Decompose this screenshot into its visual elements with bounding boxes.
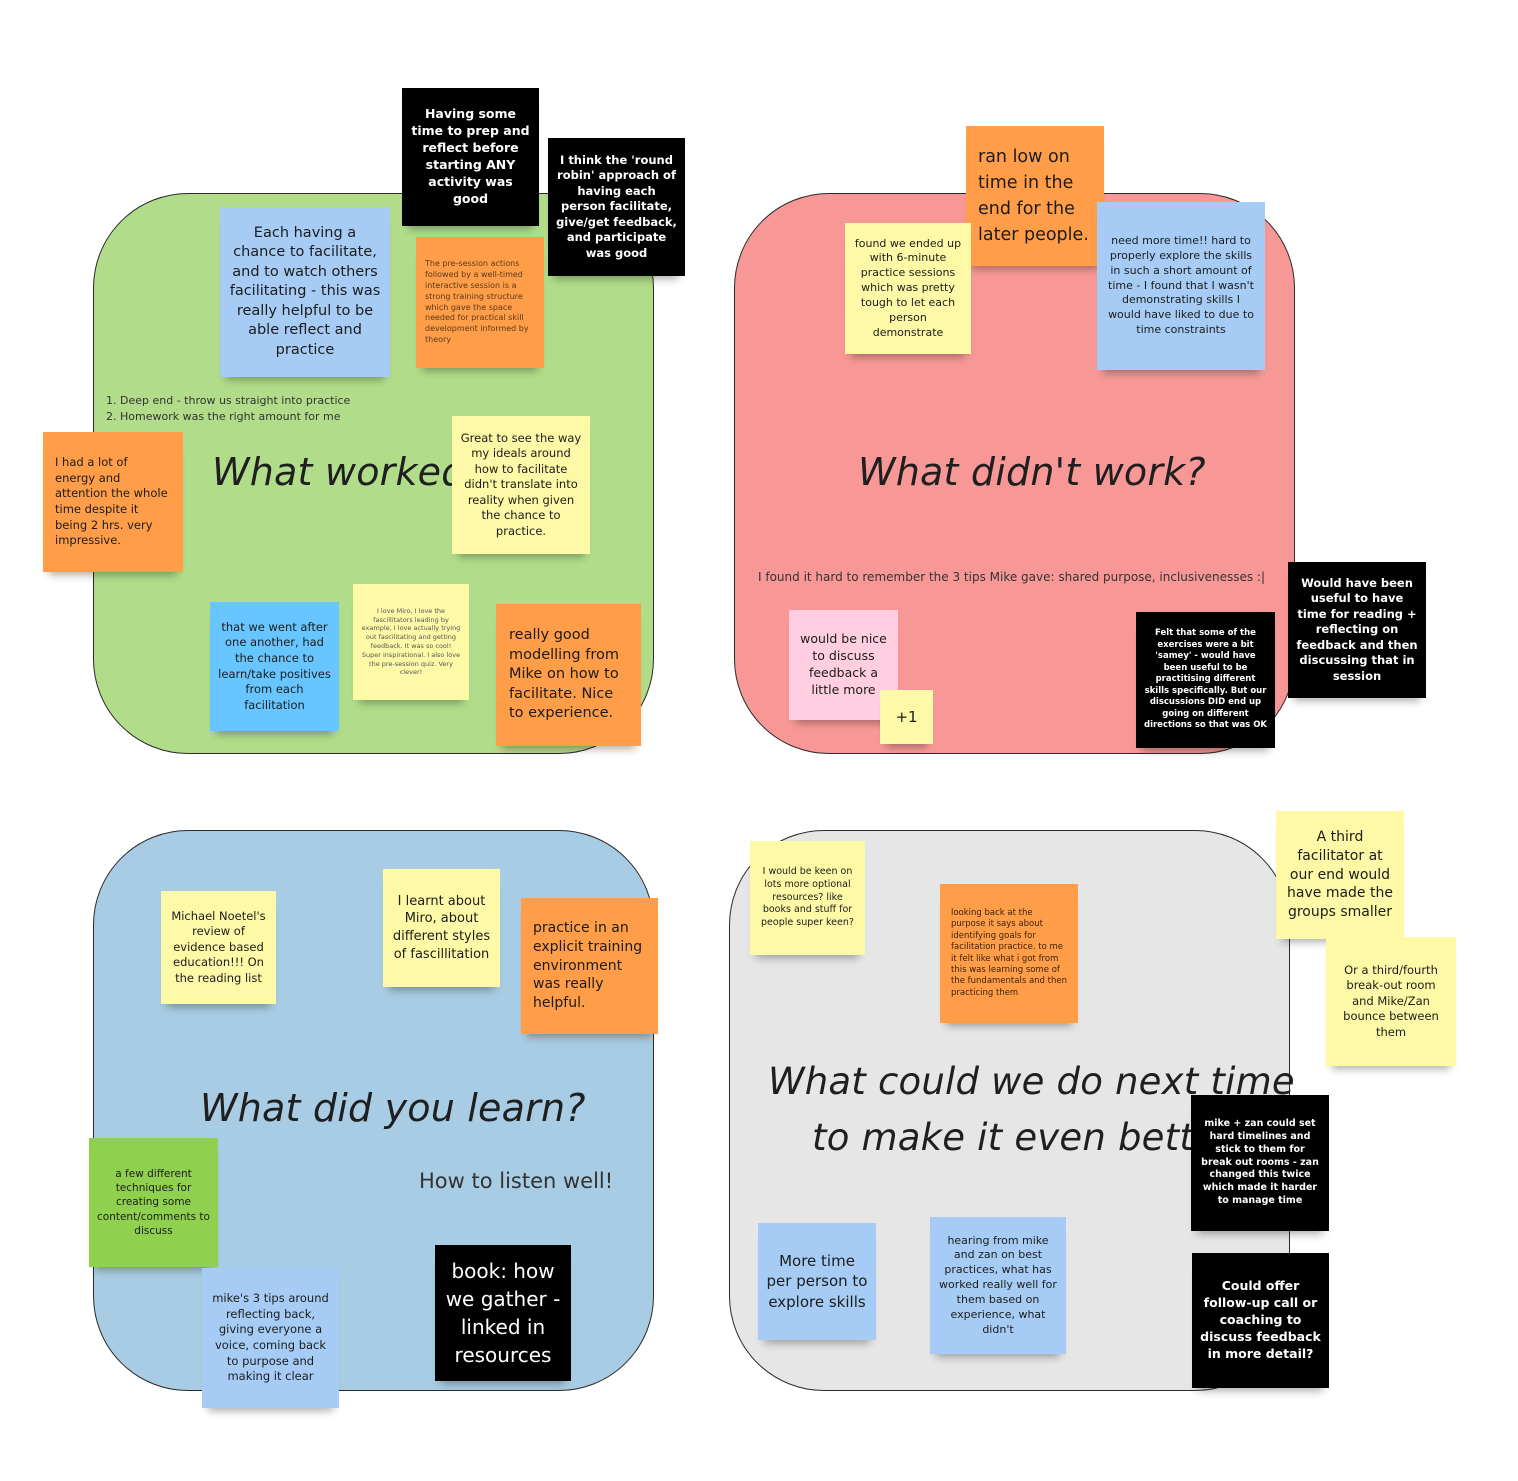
sticky-note-text: a few different techniques for creating … — [97, 1168, 210, 1237]
worked-list-item-1[interactable]: 1. Deep end - throw us straight into pra… — [106, 394, 351, 407]
sticky-note-text: Having some time to prep and reflect bef… — [411, 106, 530, 206]
sticky-note[interactable]: practice in an explicit training environ… — [521, 898, 658, 1034]
sticky-note-text: Felt that some of the exercises were a b… — [1143, 628, 1268, 731]
sticky-note[interactable]: I love Miro, I love the fascillitators l… — [353, 584, 469, 700]
sticky-note-text: Would have been useful to have time for … — [1296, 575, 1418, 683]
sticky-note[interactable]: Great to see the way my ideals around ho… — [452, 416, 590, 554]
sticky-note-text: More time per person to explore skills — [766, 1252, 868, 1311]
sticky-note-text: hearing from mike and zan on best practi… — [939, 1233, 1057, 1336]
sticky-note-text: I love Miro, I love the fascillitators l… — [361, 606, 461, 677]
sticky-note-text: The pre-session actions followed by a we… — [425, 259, 529, 344]
sticky-note[interactable]: would be nice to discuss feedback a litt… — [789, 610, 898, 720]
sticky-note[interactable]: need more time!! hard to properly explor… — [1097, 202, 1265, 370]
sticky-note-text: that we went after one another, had the … — [218, 619, 331, 712]
sticky-note[interactable]: Or a third/fourth break-out room and Mik… — [1326, 937, 1456, 1066]
sticky-note[interactable]: really good modelling from Mike on how t… — [496, 604, 641, 746]
sticky-note-text: I think the 'round robin' approach of ha… — [556, 152, 677, 260]
sticky-note-text: practice in an explicit training environ… — [533, 919, 643, 1012]
sticky-note[interactable]: a few different techniques for creating … — [89, 1138, 218, 1267]
sticky-note[interactable]: looking back at the purpose it says abou… — [940, 884, 1078, 1023]
sticky-note-text: really good modelling from Mike on how t… — [509, 627, 619, 722]
sticky-note[interactable]: I learnt about Miro, about different sty… — [383, 869, 500, 987]
sticky-note[interactable]: that we went after one another, had the … — [210, 602, 339, 731]
sticky-note-text: Michael Noetel's review of evidence base… — [171, 908, 266, 985]
heading-what-worked[interactable]: What worked — [212, 450, 466, 494]
sticky-note[interactable]: I had a lot of energy and attention the … — [43, 432, 183, 572]
sticky-note[interactable]: More time per person to explore skills — [758, 1223, 876, 1340]
sticky-note-text: mike + zan could set hard timelines and … — [1201, 1118, 1319, 1207]
sticky-note[interactable]: The pre-session actions followed by a we… — [416, 237, 544, 368]
heading-what-didnt-work[interactable]: What didn't work? — [858, 450, 1206, 494]
sticky-note[interactable]: Would have been useful to have time for … — [1288, 562, 1426, 698]
sticky-note-text: I learnt about Miro, about different sty… — [392, 893, 491, 962]
heading-what-next-line2[interactable]: to make it even better — [812, 1116, 1233, 1159]
sticky-note[interactable]: Having some time to prep and reflect bef… — [402, 88, 539, 226]
sticky-note[interactable]: Could offer follow-up call or coaching t… — [1192, 1253, 1329, 1388]
sticky-note[interactable]: Each having a chance to facilitate, and … — [220, 207, 390, 377]
sticky-note-text: would be nice to discuss feedback a litt… — [800, 631, 887, 697]
sticky-note[interactable]: I would be keen on lots more optional re… — [750, 841, 865, 955]
sticky-note-text: ran low on time in the end for the later… — [978, 146, 1089, 246]
sticky-note-text: mike's 3 tips around reflecting back, gi… — [212, 1291, 329, 1384]
didnt-comment-text[interactable]: I found it hard to remember the 3 tips M… — [758, 570, 1265, 584]
worked-list-item-2[interactable]: 2. Homework was the right amount for me — [106, 410, 341, 423]
sticky-note-text: I had a lot of energy and attention the … — [55, 455, 168, 548]
sticky-note[interactable]: Felt that some of the exercises were a b… — [1136, 612, 1275, 748]
sticky-note-text: book: how we gather - linked in resource… — [445, 1259, 561, 1367]
sticky-note[interactable]: book: how we gather - linked in resource… — [435, 1245, 571, 1381]
sticky-note-text: A third facilitator at our end would hav… — [1287, 828, 1393, 921]
sticky-note[interactable]: Michael Noetel's review of evidence base… — [161, 891, 276, 1004]
sticky-note[interactable]: hearing from mike and zan on best practi… — [930, 1217, 1066, 1354]
sticky-note-text: Great to see the way my ideals around ho… — [460, 430, 582, 538]
sticky-note-text: need more time!! hard to properly explor… — [1108, 234, 1254, 337]
sticky-note-text: Each having a chance to facilitate, and … — [229, 224, 381, 358]
sticky-note-text: Or a third/fourth break-out room and Mik… — [1343, 962, 1439, 1039]
sticky-note-text: I would be keen on lots more optional re… — [761, 865, 854, 929]
sticky-note[interactable]: I think the 'round robin' approach of ha… — [548, 138, 685, 276]
sticky-note-text: +1 — [895, 707, 918, 726]
sticky-note[interactable]: mike's 3 tips around reflecting back, gi… — [202, 1268, 339, 1408]
sticky-note[interactable]: +1 — [880, 690, 933, 744]
sticky-note-text: looking back at the purpose it says abou… — [951, 907, 1067, 998]
sticky-note-text: found we ended up with 6-minute practice… — [854, 236, 962, 339]
sticky-note[interactable]: found we ended up with 6-minute practice… — [845, 223, 971, 354]
sticky-note-text: Could offer follow-up call or coaching t… — [1200, 1278, 1321, 1361]
learn-comment-text[interactable]: How to listen well! — [419, 1169, 614, 1193]
sticky-note[interactable]: mike + zan could set hard timelines and … — [1191, 1095, 1329, 1231]
sticky-note[interactable]: ran low on time in the end for the later… — [966, 126, 1104, 266]
sticky-note[interactable]: A third facilitator at our end would hav… — [1276, 811, 1404, 939]
heading-what-did-you-learn[interactable]: What did you learn? — [200, 1086, 586, 1130]
